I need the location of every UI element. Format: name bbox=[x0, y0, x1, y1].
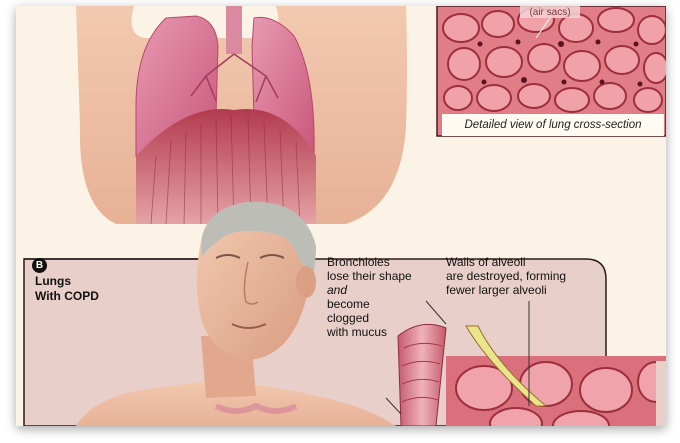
bronchioles-line5: clogged bbox=[327, 311, 447, 325]
panel-b-title-line2: With COPD bbox=[35, 289, 99, 304]
cross-section-caption: Detailed view of lung cross-section bbox=[442, 114, 664, 136]
trachea bbox=[226, 6, 242, 54]
alveoli-label: Walls of alveoli are destroyed, forming … bbox=[446, 255, 636, 297]
bronchioles-line2: lose their shape bbox=[327, 269, 447, 283]
bronchioles-label: Bronchioles lose their shape and become … bbox=[327, 255, 447, 339]
bronchioles-line6: with mucus bbox=[327, 325, 447, 339]
panel-b-badge: B bbox=[32, 258, 47, 273]
bronchioles-line1: Bronchioles bbox=[327, 255, 447, 269]
panel-b-title: Lungs With COPD bbox=[35, 274, 99, 304]
bronchioles-line4: become bbox=[327, 297, 447, 311]
air-sacs-label: (air sacs) bbox=[529, 7, 570, 18]
alveoli-line2: are destroyed, forming bbox=[446, 269, 636, 283]
bronchioles-line3: and bbox=[327, 283, 447, 297]
illustration-frame: (air sacs) bbox=[16, 6, 666, 426]
panel-b-title-line1: Lungs bbox=[35, 274, 99, 289]
alveoli-line1: Walls of alveoli bbox=[446, 255, 636, 269]
alveoli-line3: fewer larger alveoli bbox=[446, 283, 636, 297]
copd-illustration: (air sacs) bbox=[16, 6, 666, 426]
